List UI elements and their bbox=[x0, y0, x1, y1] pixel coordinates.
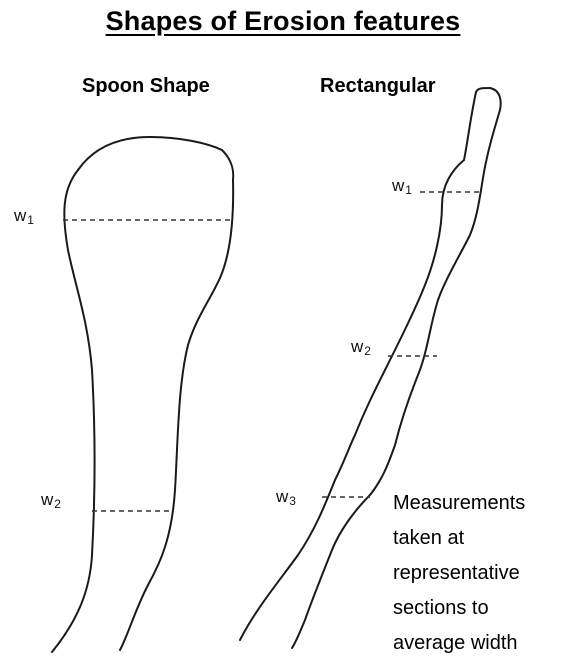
spoon-w2-label: w2 bbox=[41, 490, 61, 511]
note-line: sections to bbox=[393, 591, 565, 626]
rectangular-w3-label: w3 bbox=[276, 487, 296, 508]
spoon-shape-top-edge bbox=[78, 137, 233, 180]
spoon-shape-left-edge bbox=[52, 170, 95, 652]
note-line: taken at bbox=[393, 521, 565, 556]
rectangular-w1-label: w1 bbox=[392, 176, 412, 197]
spoon-w1-label: w1 bbox=[14, 206, 34, 227]
note-line: representative bbox=[393, 556, 565, 591]
note-line: average width bbox=[393, 626, 565, 661]
spoon-shape-right-edge bbox=[120, 180, 233, 650]
measurement-note: Measurements taken at representative sec… bbox=[393, 486, 565, 661]
note-line: Measurements bbox=[393, 486, 565, 521]
rectangular-w2-label: w2 bbox=[351, 337, 371, 358]
